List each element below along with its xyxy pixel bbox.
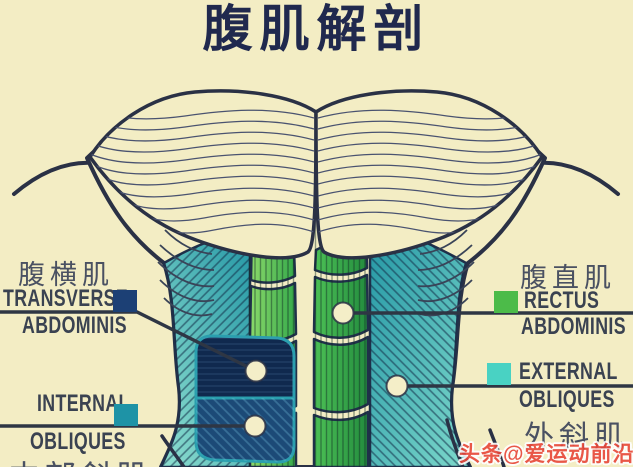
external-label-en2: OBLIQUES [519,386,615,413]
callout-dots [243,301,409,438]
rectus-color-swatch [494,291,518,313]
transverse-color-swatch [113,290,137,312]
transverse-callout-dot [244,359,268,383]
pectoral-muscles [88,89,544,317]
external-label-en1: EXTERNAL [519,358,618,385]
shoulder-lines [12,160,620,196]
transverse-label-en1: TRANSVERSE [3,285,129,312]
rectus-callout-dot [331,301,355,325]
external-color-swatch [487,363,511,385]
external-label-zh: 外斜肌 [524,421,629,454]
external-callout-dot [385,374,409,398]
internal-callout-dot [243,414,267,438]
callout-lines [0,310,633,428]
cutaway-window [194,334,296,464]
internal-color-swatch [114,404,138,426]
internal-label-en1: INTERNAL [37,390,130,417]
page-title: 腹肌解剖 [202,1,431,57]
transverse-label-zh: 腹横肌 [18,260,114,290]
rectus-label-en2: ABDOMINIS [521,313,626,340]
rectus-label-en1: RECTUS [524,287,600,314]
transverse-callout-line [0,310,257,373]
hip-crease-lines [160,418,506,467]
internal-label-en2: OBLIQUES [30,428,126,455]
transverse-label-en2: ABDOMINIS [22,312,127,339]
rectus-label-zh: 腹直肌 [520,263,616,293]
watermark: 头条@爱运动前沿 [459,443,633,466]
internal-label-zh: 内部斜肌 [8,452,152,467]
